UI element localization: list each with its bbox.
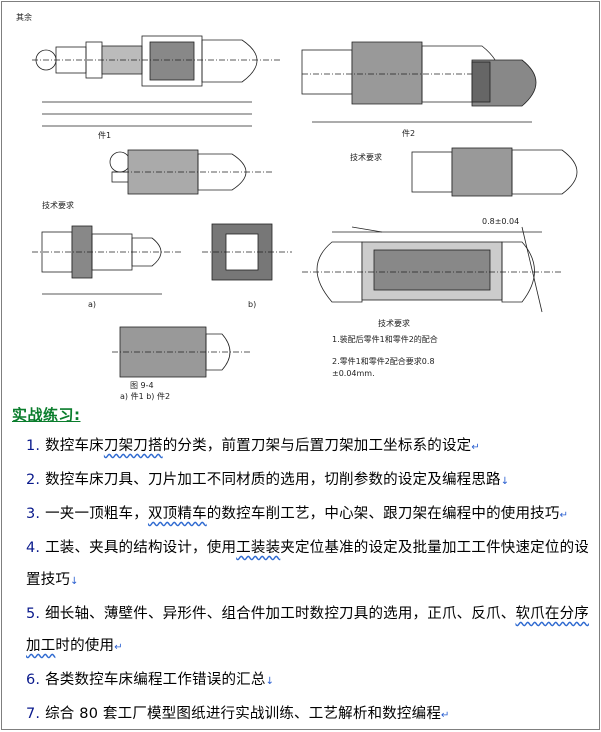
list-item: 2. 数控车床刀具、刀片加工不同材质的选用，切削参数的设定及编程思路↓ <box>26 472 510 488</box>
item-text: 一夹一顶粗车， <box>45 506 148 522</box>
shaft-drawing-3 <box>411 147 578 197</box>
list-item: 1. 数控车床刀架刀搭的分类，前置刀架与后置刀架加工坐标系的设定↵ <box>26 438 480 454</box>
fig-caption: 图 9-4 <box>130 381 154 390</box>
drawing-labels: 其余 件1 件2 技术要求 技术要求 a) b) 图 9-4 a) 件1 b) … <box>16 12 519 401</box>
part-drawing-a <box>32 225 182 295</box>
item-number: 1. <box>26 438 41 454</box>
item-text: 数控车床刀具、刀片加工不同材质的选用，切削参数的设定及编程思路 <box>45 472 501 488</box>
item-text-marked: 双顶精车 <box>147 506 207 522</box>
item-number: 3. <box>26 506 41 522</box>
item-text: 综合 80 套工厂模型图纸进行实战训练、工艺解析和数控编程 <box>45 706 442 722</box>
sub-b-label: b) <box>248 300 256 309</box>
part-label-2: 件2 <box>402 128 415 138</box>
sub-a-label: a) <box>88 300 96 309</box>
item-text-marked: 软爪在分序加工 <box>26 606 589 654</box>
tech-label-3: 技术要求 <box>378 318 410 328</box>
part-label-1: 件1 <box>98 130 111 140</box>
item-text: 各类数控车床编程工作错误的汇总 <box>45 672 266 688</box>
list-item: 3. 一夹一顶粗车，双顶精车的数控车削工艺，中心架、跟刀架在编程中的使用技巧↵ <box>26 506 569 522</box>
list-item: 4. 工装、夹具的结构设计，使用工装装夹定位基准的设定及批量加工工件快速定位的设… <box>26 540 589 588</box>
tech-note-1: 1.装配后零件1和零件2的配合 <box>332 334 438 344</box>
dim-label: 0.8±0.04 <box>482 217 519 226</box>
item-number: 5. <box>26 606 41 622</box>
large-assembly-drawing <box>302 226 562 313</box>
shaft-drawing-1 <box>32 35 282 127</box>
item-text: 数控车床 <box>45 438 104 454</box>
list-item: 7. 综合 80 套工厂模型图纸进行实战训练、工艺解析和数控编程↵ <box>26 706 450 722</box>
section-title-text: 实战练习: <box>12 406 81 424</box>
tech-note-3: ±0.04mm. <box>332 369 375 378</box>
item-text-marked: 刀架刀搭 <box>103 438 163 454</box>
item-text: 的分类，前置刀架与后置刀架加工坐标系的设定 <box>162 438 472 454</box>
item-text: 工装、夹具的结构设计，使用 <box>45 540 237 556</box>
technical-drawings: 其余 件1 件2 技术要求 技术要求 a) b) 图 9-4 a) 件1 b) … <box>2 2 598 406</box>
item-number: 6. <box>26 672 41 688</box>
tech-note-2: 2.零件1和零件2配合要求0.8 <box>332 356 435 366</box>
tech-label-2: 技术要求 <box>42 200 74 210</box>
assembly-drawing <box>301 41 537 123</box>
item-number: 4. <box>26 540 41 556</box>
assembly-small <box>112 326 252 378</box>
item-number: 2. <box>26 472 41 488</box>
fig-subcaption: a) 件1 b) 件2 <box>120 391 170 401</box>
list-item: 6. 各类数控车床编程工作错误的汇总↓ <box>26 672 275 688</box>
item-text-marked: 工装装 <box>236 540 281 556</box>
shaft-drawing-2 <box>109 149 272 195</box>
drawings-svg: 其余 件1 件2 技术要求 技术要求 a) b) 图 9-4 a) 件1 b) … <box>16 12 578 401</box>
other-label: 其余 <box>16 12 32 22</box>
item-text: 夹定位基准的设定及批量加工工件快速定位的设置技巧 <box>26 540 589 588</box>
item-text: 时的使用 <box>55 638 115 654</box>
item-text: 的数控车削工艺，中心架、跟刀架在编程中的使用技巧 <box>206 506 560 522</box>
item-text: 细长轴、薄壁件、异形件、组合件加工时数控刀具的选用，正爪、反爪、 <box>45 606 516 622</box>
tech-label-1: 技术要求 <box>350 152 382 162</box>
item-number: 7. <box>26 706 41 722</box>
list-item: 5. 细长轴、薄壁件、异形件、组合件加工时数控刀具的选用，正爪、反爪、软爪在分序… <box>26 606 589 654</box>
section-title: 实战练习: <box>12 404 81 425</box>
practice-list: 1. 数控车床刀架刀搭的分类，前置刀架与后置刀架加工坐标系的设定↵ 2. 数控车… <box>8 430 592 732</box>
part-drawing-b <box>202 223 292 281</box>
